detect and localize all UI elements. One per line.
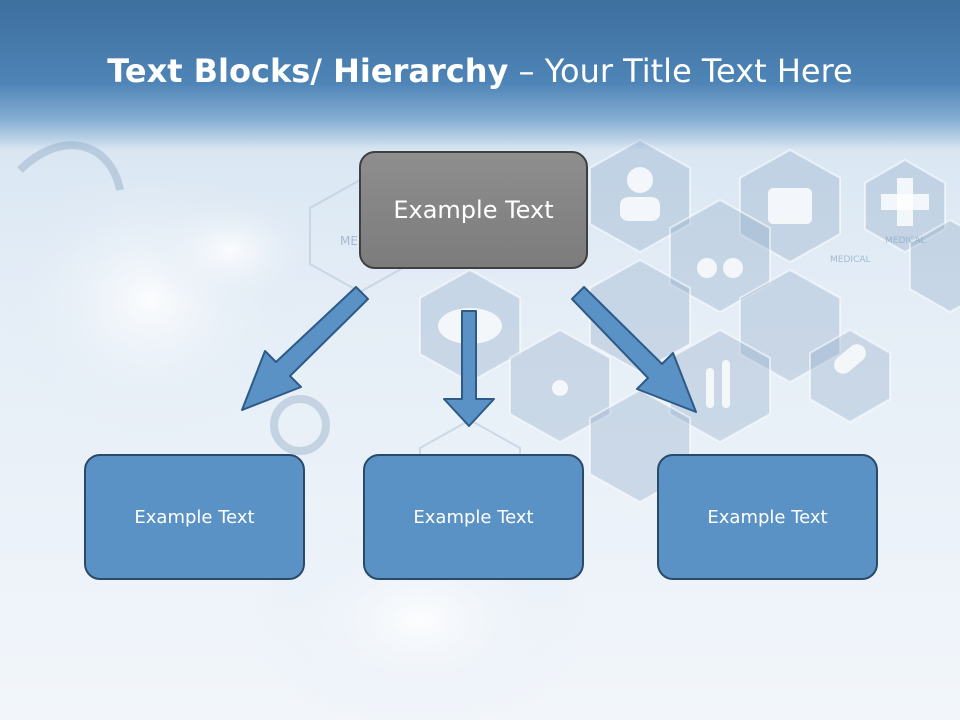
user-icon-head bbox=[627, 167, 653, 193]
arrow-to-center-child bbox=[443, 310, 495, 427]
glove-finger-shape bbox=[140, 190, 320, 310]
hexagon-pill-tile bbox=[809, 328, 891, 424]
user-icon-body bbox=[620, 197, 660, 221]
arrow-to-left-child bbox=[241, 286, 369, 411]
cross-icon-horizontal bbox=[881, 194, 929, 210]
title-regular-part: – Your Title Text Here bbox=[508, 52, 853, 90]
title-bold-part: Text Blocks/ Hierarchy bbox=[107, 52, 509, 90]
molecule-icon bbox=[552, 380, 568, 396]
medical-label-2: MEDICAL bbox=[885, 236, 926, 246]
hexagon-drops-tile bbox=[669, 198, 771, 314]
medical-label: MEDICAL bbox=[830, 255, 871, 265]
drop-icon-1 bbox=[697, 258, 717, 278]
child-text-block-center: Example Text bbox=[363, 454, 584, 580]
stethoscope-head bbox=[270, 395, 330, 455]
title-bar bbox=[0, 0, 960, 150]
root-text-block: Example Text bbox=[359, 151, 588, 269]
testtube-icon-1 bbox=[706, 368, 714, 408]
hexagon-syringe-tile bbox=[739, 268, 841, 384]
hexagon-user-tile bbox=[589, 138, 691, 254]
child-text-block-right: Example Text bbox=[657, 454, 878, 580]
child-text-block-left: Example Text bbox=[84, 454, 305, 580]
testtube-icon-2 bbox=[722, 360, 730, 408]
hexagon-edge-tile bbox=[909, 218, 960, 314]
slide-title: Text Blocks/ Hierarchy – Your Title Text… bbox=[0, 52, 960, 90]
pill-icon bbox=[834, 344, 866, 374]
drop-icon-2 bbox=[723, 258, 743, 278]
arrow-to-right-child bbox=[571, 286, 697, 413]
medkit-icon bbox=[768, 188, 812, 224]
